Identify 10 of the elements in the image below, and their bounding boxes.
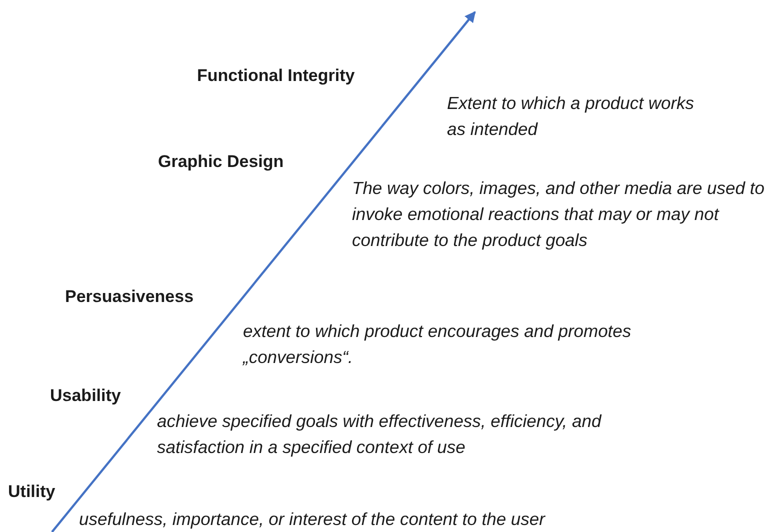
level-description: extent to which product encourages and promotes „conversions“. xyxy=(243,320,632,369)
level-heading: Persuasiveness xyxy=(65,287,194,307)
level-heading: Usability xyxy=(50,386,121,406)
level-description: The way colors, images, and other media are used to invoke emotional reactions that may or may not contribute to the product goals xyxy=(352,177,765,252)
level-heading: Graphic Design xyxy=(158,152,284,172)
level-heading: Functional Integrity xyxy=(197,66,355,86)
level-description: achieve specified goals with effectiveness, efficiency, and satisfaction in a specified context of use xyxy=(157,410,603,459)
level-heading: Utility xyxy=(8,482,56,502)
level-description: Extent to which a product works as intended xyxy=(447,92,696,141)
level-description: usefulness, importance, or interest of the content to the user xyxy=(79,508,546,531)
